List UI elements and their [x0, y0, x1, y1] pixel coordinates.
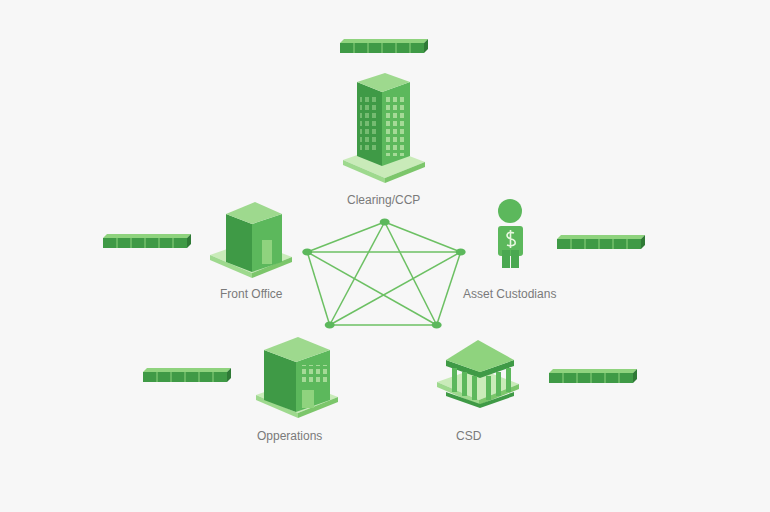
network-link [307, 251, 460, 253]
ledger-block [143, 368, 231, 382]
network-dot [325, 322, 335, 329]
network-dot [432, 322, 442, 329]
ledger-block [340, 39, 428, 53]
network-link [307, 222, 384, 252]
party-label: CSD [453, 427, 484, 445]
ledger-block [549, 369, 637, 383]
party-label: Clearing/CCP [344, 191, 423, 209]
party-name: Clearing/CCP [347, 193, 420, 207]
network-link [385, 222, 461, 252]
network-link [330, 252, 461, 325]
network-link [437, 252, 461, 325]
office-icon [210, 202, 292, 278]
network-dot [456, 249, 466, 256]
ledger-block [103, 234, 191, 248]
network-dot [380, 219, 390, 226]
party-name: Front Office [220, 287, 282, 301]
tower-icon [343, 73, 425, 183]
party-name: Asset Custodians [463, 287, 556, 301]
network-dot [302, 249, 312, 256]
operations-icon [256, 337, 338, 418]
network-link [330, 324, 437, 326]
person-icon [498, 199, 523, 268]
party-label: Asset Custodians [460, 285, 559, 303]
party-name: CSD [456, 429, 481, 443]
party-label: Front Office [217, 285, 285, 303]
party-label: Opperations [254, 427, 325, 445]
network-link [307, 252, 436, 325]
bank-icon [437, 340, 519, 408]
ledger-block [557, 235, 645, 249]
party-name: Opperations [257, 429, 322, 443]
